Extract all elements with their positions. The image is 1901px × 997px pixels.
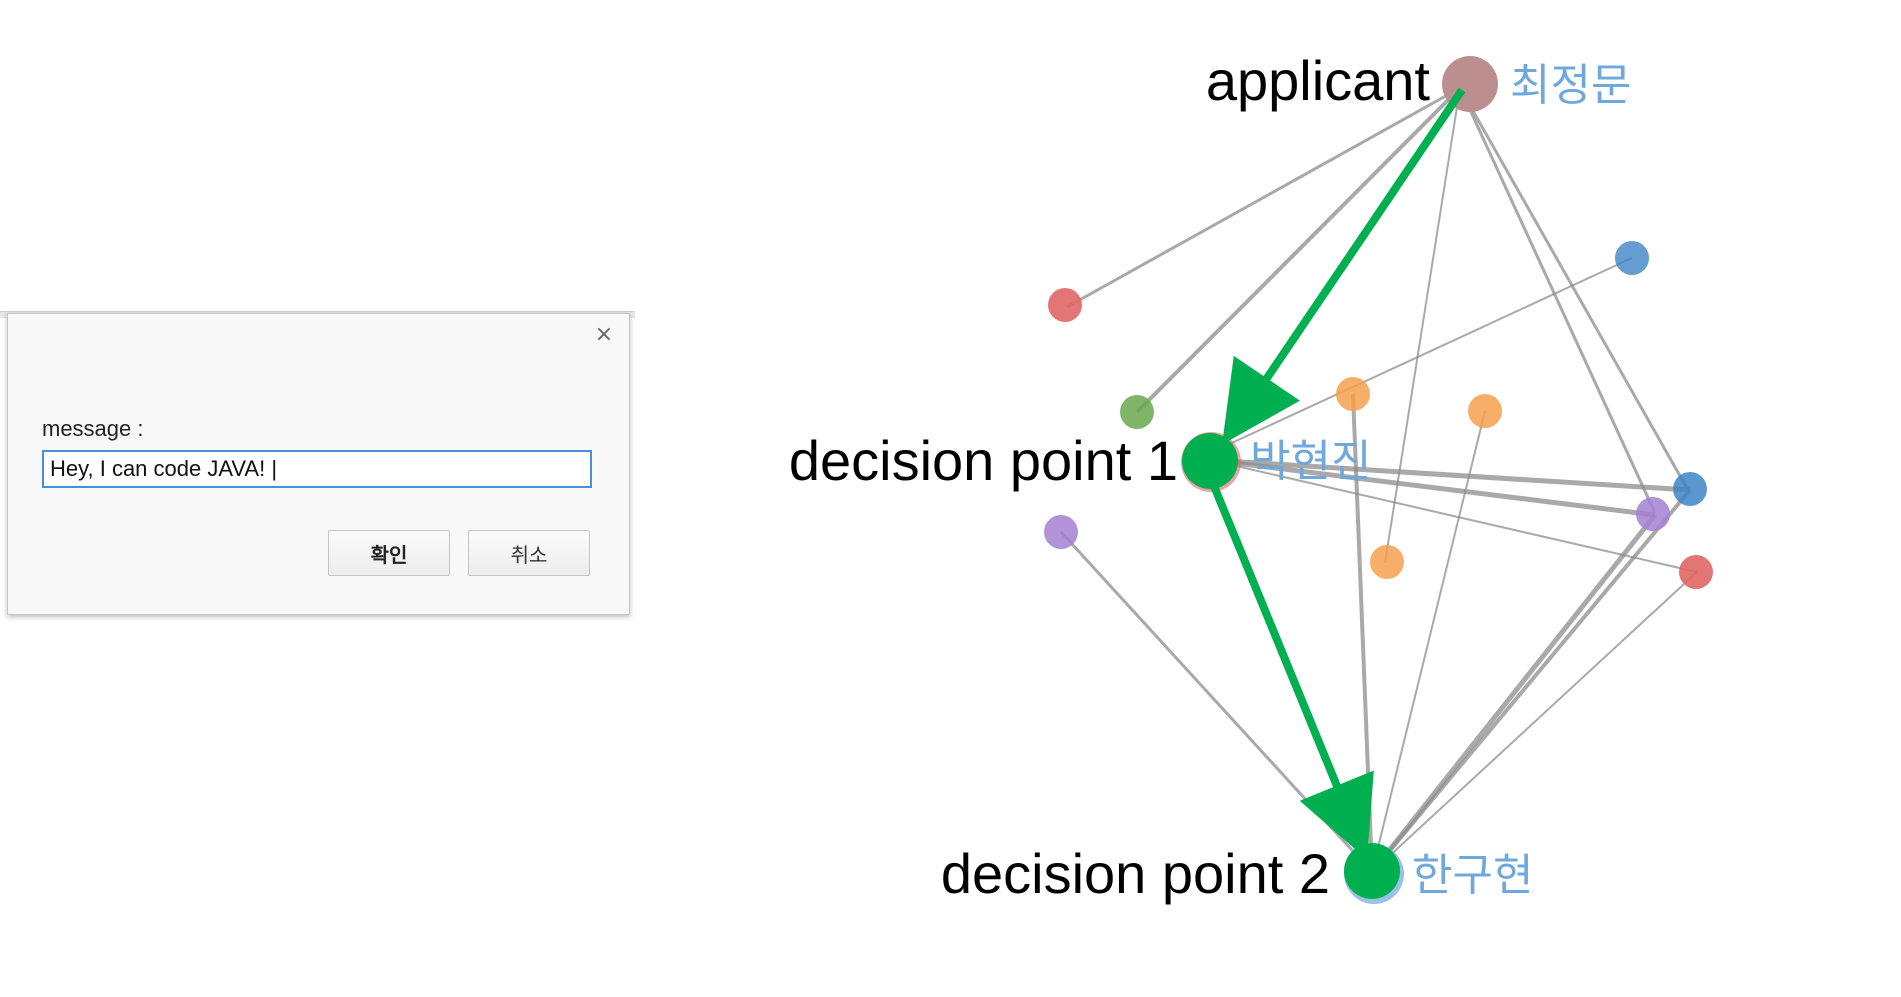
nodes [1044,56,1713,904]
name-mid-label: 박현진 [1250,436,1371,487]
message-label: message : [42,416,144,441]
edge [1209,457,1691,493]
edge [1209,257,1633,454]
node-red [1048,288,1082,322]
edge [1209,459,1698,573]
ok-button[interactable]: 확인 [328,530,450,576]
edge [1135,86,1462,414]
path-arrow-applicant-to-decision1 [1222,87,1466,445]
edge [1371,571,1698,873]
decision2-label: decision point 2 [941,842,1330,905]
edge [1371,410,1486,873]
node-orange [1370,545,1404,579]
edge [1066,86,1461,309]
name-top-label: 최정문 [1510,60,1631,111]
edge [1209,457,1656,518]
decision-path [1210,87,1466,860]
edge [1059,530,1374,874]
node-orange [1468,394,1502,428]
node-decision2 [1344,843,1400,899]
edges [1059,86,1698,874]
edge [1370,513,1657,874]
edge [1458,87,1657,514]
path-arrow-decision1-to-decision2 [1210,484,1374,860]
edge [1458,87,1690,491]
node-green [1120,395,1154,429]
node-orange [1336,377,1370,411]
node-purple [1636,497,1670,531]
message-input[interactable] [42,450,592,488]
name-bottom-label: 한구현 [1412,850,1533,901]
node-red [1679,555,1713,589]
prompt-dialog: × message : 확인 취소 [7,313,630,615]
node-decision1 [1182,433,1238,489]
decision1-label: decision point 1 [789,429,1178,492]
close-icon[interactable]: × [594,322,614,347]
node-blue [1673,472,1707,506]
node-blue [1615,241,1649,275]
applicant-label: applicant [1206,49,1431,112]
cancel-button[interactable]: 취소 [468,530,590,576]
node-purple [1044,515,1078,549]
